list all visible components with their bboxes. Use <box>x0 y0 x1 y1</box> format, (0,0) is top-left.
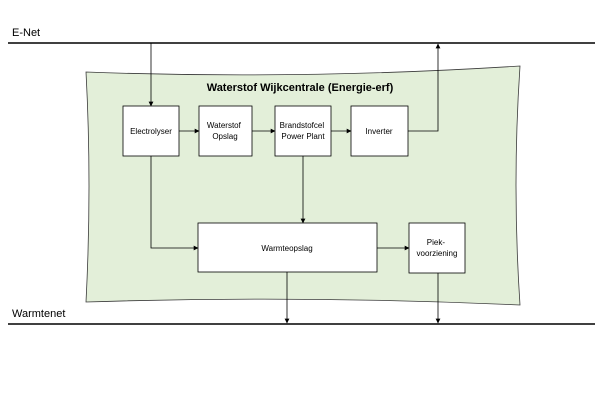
block-electrolyser-label: Electrolyser <box>130 127 172 136</box>
region-title: Waterstof Wijkcentrale (Energie-erf) <box>207 82 394 94</box>
block-piekvoorziening: Piek- voorziening <box>408 222 466 274</box>
block-brandstofcel-label: Brandstofcel Power Plant <box>280 121 327 141</box>
block-warmteopslag-label: Warmteopslag <box>261 244 312 253</box>
block-inverter-label: Inverter <box>365 127 392 136</box>
warmtenet-label: Warmtenet <box>12 308 65 320</box>
block-electrolyser: Electrolyser <box>122 105 180 157</box>
block-inverter: Inverter <box>350 105 409 157</box>
block-piekvoorziening-label: Piek- voorziening <box>417 238 458 258</box>
e-net-label: E-Net <box>12 27 40 39</box>
block-waterstof-opslag: Waterstof Opslag <box>198 105 253 157</box>
connector-inverter-enet <box>408 43 441 132</box>
block-waterstof-opslag-label: Waterstof Opslag <box>207 121 243 141</box>
connector-electrolyser-heatstorage <box>150 156 199 251</box>
block-warmteopslag: Warmteopslag <box>197 222 378 273</box>
block-brandstofcel: Brandstofcel Power Plant <box>274 105 332 157</box>
